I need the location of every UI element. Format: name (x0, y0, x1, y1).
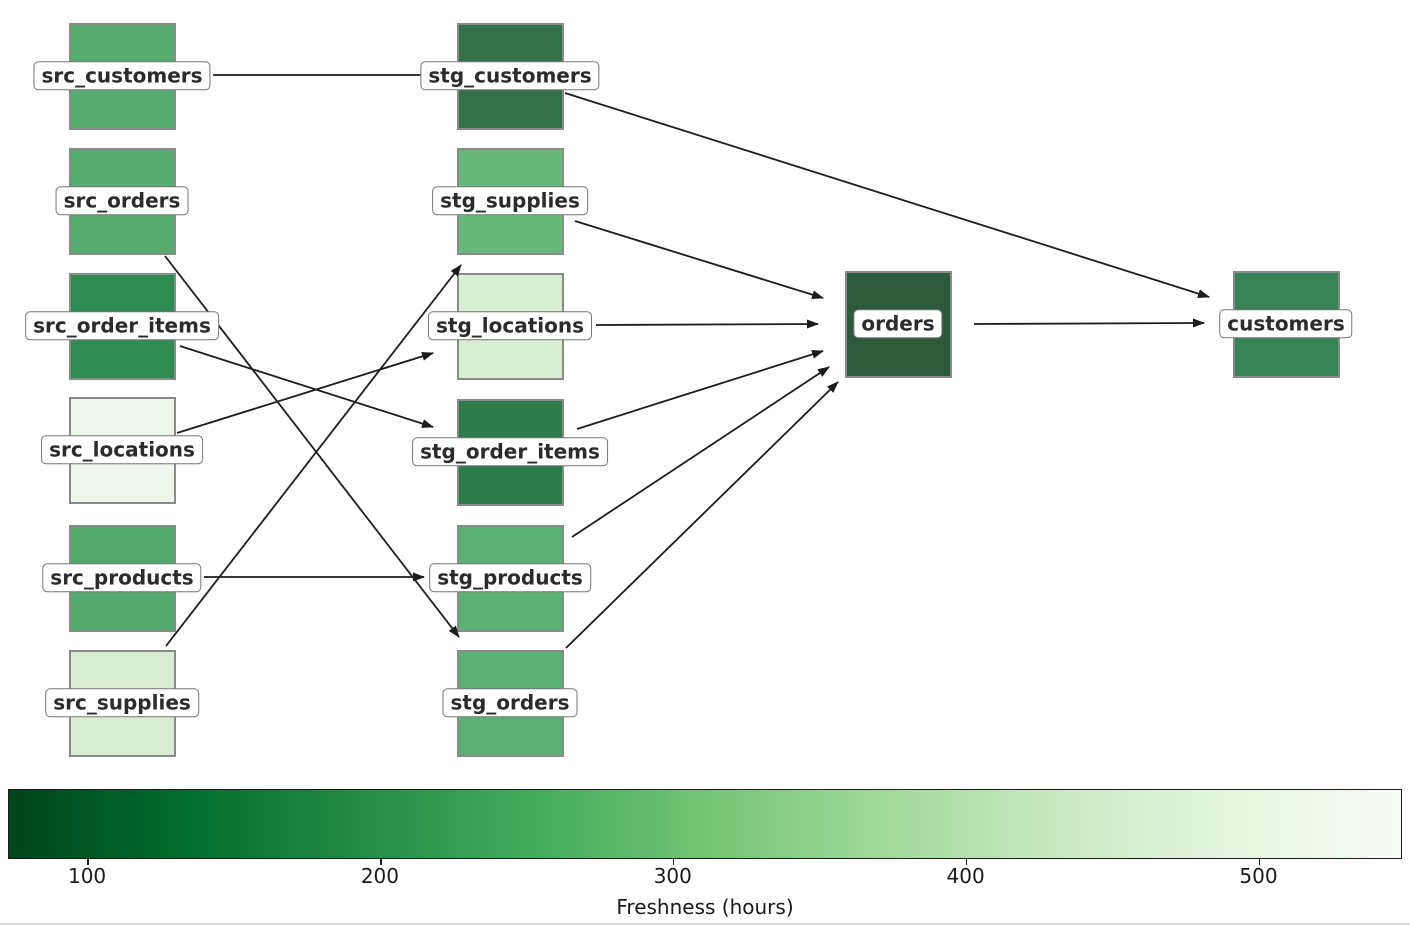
node-label-src_supplies: src_supplies (45, 688, 199, 718)
node-label-orders: orders (853, 309, 943, 339)
node-label-stg_order_items: stg_order_items (412, 437, 608, 467)
node-label-stg_locations: stg_locations (427, 311, 593, 341)
colorbar-tick-label-500: 500 (1239, 864, 1278, 888)
colorbar-tick-200 (379, 859, 382, 865)
edge-orders-to-customers (973, 318, 1205, 328)
colorbar-tick-400 (965, 859, 968, 865)
edge-src_locations-to-stg_locations (176, 351, 434, 434)
node-label-src_orders: src_orders (55, 186, 189, 216)
colorbar-tick-100 (87, 859, 89, 865)
node-label-stg_products: stg_products (429, 563, 591, 593)
colorbar-tick-label-400: 400 (946, 864, 985, 888)
node-label-stg_customers: stg_customers (420, 61, 600, 91)
edge-stg_locations-to-orders (595, 319, 819, 329)
colorbar-tick-label-100: 100 (67, 864, 107, 888)
colorbar-tick-label-200: 200 (360, 864, 400, 888)
colorbar-tick-300 (672, 859, 675, 865)
edge-stg_products-to-orders (571, 366, 830, 538)
node-label-stg_orders: stg_orders (442, 688, 578, 718)
node-label-src_customers: src_customers (33, 61, 211, 91)
colorbar-tick-label-300: 300 (653, 864, 692, 888)
colorbar-axis-label: Freshness (hours) (616, 895, 794, 919)
edge-stg_supplies-to-orders (574, 220, 824, 300)
edge-src_supplies-to-stg_supplies (165, 264, 462, 647)
edge-stg_orders-to-orders (565, 381, 839, 649)
colorbar-gradient (8, 789, 1402, 859)
node-label-src_products: src_products (42, 563, 202, 593)
edge-src_order_items-to-stg_order_items (179, 345, 434, 428)
edge-stg_order_items-to-orders (576, 350, 824, 430)
node-label-customers: customers (1219, 309, 1353, 339)
edge-stg_customers-to-customers (564, 92, 1210, 298)
node-label-src_locations: src_locations (41, 435, 203, 465)
node-label-src_order_items: src_order_items (25, 311, 219, 341)
colorbar-tick-500 (1258, 859, 1261, 865)
node-label-stg_supplies: stg_supplies (432, 186, 588, 216)
bottom-divider (0, 923, 1410, 925)
